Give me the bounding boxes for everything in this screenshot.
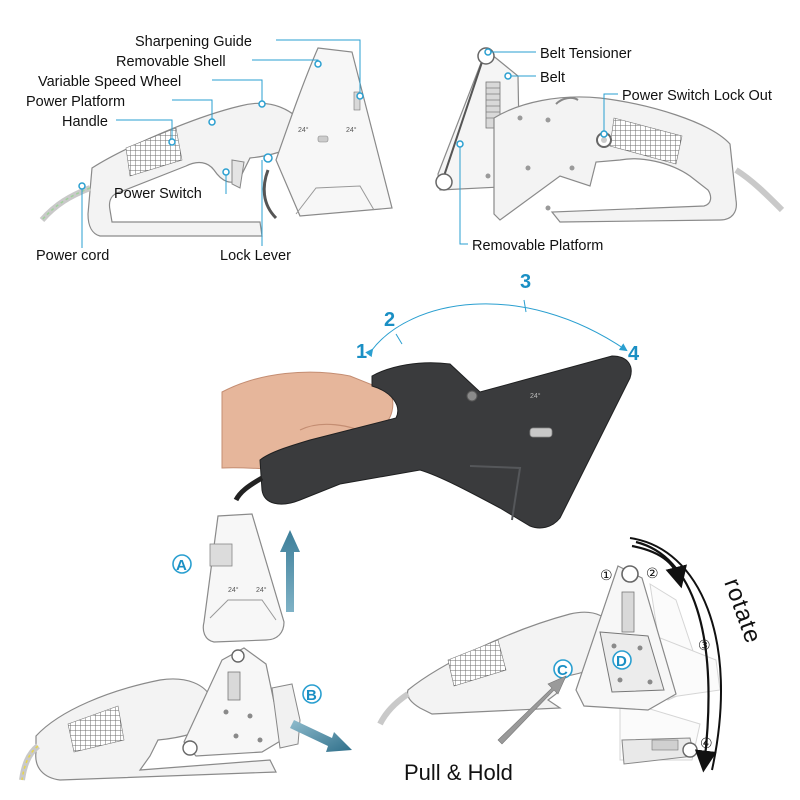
label-belt: Belt [540,70,565,86]
guide-mark-right: 24° [346,126,357,134]
label-power-platform: Power Platform [26,94,125,110]
label-variable-speed-wheel: Variable Speed Wheel [38,74,181,90]
label-removable-shell: Removable Shell [116,54,226,70]
label-power-cord: Power cord [36,248,109,264]
lock-lever-shape [262,169,278,220]
label-lock-lever: Lock Lever [220,248,291,264]
rotate-label: rotate [718,575,766,648]
rotation-arc [365,303,628,358]
position-3: ③ [698,637,711,653]
label-power-switch: Power Switch [114,186,202,202]
pull-hold-label: Pull & Hold [404,760,513,785]
diagram-2-rear-view: Belt Tensioner Belt Power Switch Lock Ou… [435,46,785,254]
label-sharpening-guide: Sharpening Guide [135,34,252,50]
power-switch-trigger [231,159,245,189]
pull-hold-arrow [497,675,567,745]
position-4: ④ [700,735,713,751]
device-body [87,102,301,237]
dark-sharpener [259,355,632,529]
letter-b: B [306,687,317,704]
step-4: 4 [628,343,640,365]
step-3: 3 [520,271,531,293]
arrow-diagonal [290,720,352,752]
device-body-rear [493,96,737,223]
step-2: 2 [384,309,395,331]
diagram-1-side-view: 24° 24° Sharpening Guide Removable Shell… [26,34,393,264]
removable-shell [275,47,393,217]
removed-shell-a [202,513,285,643]
letter-a: A [176,557,187,574]
handle-grip [125,127,183,177]
guide-mark-dark: 24° [530,392,541,400]
handle-grip-rear [609,117,683,165]
diagram-4-remove-shell: 24° 24° A B [19,513,352,781]
letter-c: C [557,662,568,679]
position-2: ② [646,565,659,581]
arrow-up [280,530,300,612]
guide-mark-a-left: 24° [228,586,239,594]
letter-d: D [616,653,627,670]
leader-lines-1 [81,39,361,248]
rotate-arrow-inner [635,540,717,773]
label-power-switch-lock-out: Power Switch Lock Out [622,88,772,104]
label-removable-platform: Removable Platform [472,238,603,254]
position-1: ① [600,567,613,583]
step-1: 1 [356,341,367,363]
guide-mark-a-right: 24° [256,586,267,594]
guide-mark-left: 24° [298,126,309,134]
label-belt-tensioner: Belt Tensioner [540,46,632,62]
diagram-3-angle-rotation: 1 2 3 4 24° [221,271,640,529]
leader-lines-2 [459,51,618,245]
label-handle: Handle [62,114,108,130]
diagram-5-rotate-arm: rotate ① ② ③ ④ C D Pull & Hold [377,537,767,785]
leader-dots-1 [78,60,364,190]
leader-dots-2 [456,48,608,148]
rotate-arrow-outer [631,544,687,589]
power-cord-shape [39,185,92,222]
